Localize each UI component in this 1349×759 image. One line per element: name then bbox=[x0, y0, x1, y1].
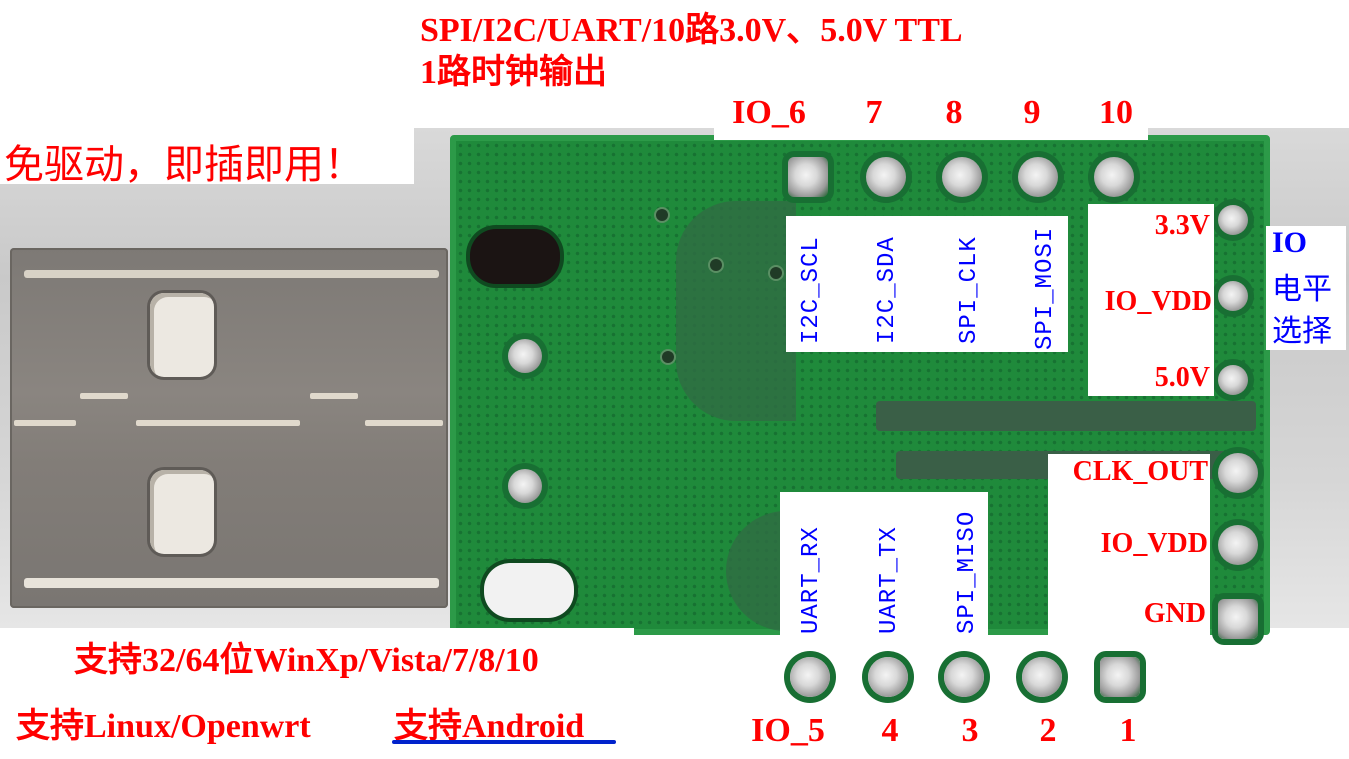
usb-seam bbox=[365, 420, 443, 426]
io-level-title-box: IO 电平 选择 bbox=[1266, 226, 1346, 350]
via bbox=[770, 267, 782, 279]
func-i2c-scl: I2C_SCL bbox=[798, 236, 825, 344]
usb-latch-hole-bottom bbox=[150, 470, 214, 554]
windows-support-text: 支持32/64位WinXp/Vista/7/8/10 bbox=[74, 642, 539, 679]
os-support-box: 支持Linux/Openwrt 支持Android bbox=[0, 690, 630, 759]
pin-pad-2 bbox=[1022, 657, 1062, 697]
jumper-pad-iovdd bbox=[1218, 281, 1248, 311]
android-support-text: 支持Android bbox=[394, 708, 585, 745]
usb-a-connector bbox=[10, 248, 448, 608]
io-level-labels: 3.3V IO_VDD 5.0V bbox=[1088, 204, 1214, 396]
header-line1: SPI/I2C/UART/10路3.0V、5.0V TTL bbox=[420, 12, 963, 49]
pin-pad-clk-out bbox=[1218, 453, 1258, 493]
pin-pad-gnd bbox=[1218, 599, 1258, 639]
pin-label-8: 8 bbox=[945, 94, 963, 131]
pin-pad-1 bbox=[1100, 657, 1140, 697]
usb-seam bbox=[310, 393, 358, 399]
usb-signal-pad bbox=[508, 469, 542, 503]
pin-label-4: 4 bbox=[881, 712, 899, 749]
via bbox=[662, 351, 674, 363]
pin-pad-3 bbox=[944, 657, 984, 697]
pin-pad-9 bbox=[1018, 157, 1058, 197]
usb-rim-bottom bbox=[24, 578, 439, 588]
func-spi-miso: SPI_MISO bbox=[954, 510, 981, 634]
jumper-label-5v: 5.0V bbox=[1154, 362, 1210, 393]
pcb-trace bbox=[676, 201, 796, 421]
header-line2: 1路时钟输出 bbox=[420, 54, 607, 91]
linux-support-text: 支持Linux/Openwrt bbox=[16, 708, 311, 745]
usb-mount-pad-bottom bbox=[484, 563, 574, 618]
jumper-pad-5v bbox=[1218, 365, 1248, 395]
usb-rim-top bbox=[24, 270, 439, 278]
pin-pad-7 bbox=[866, 157, 906, 197]
pin-pad-4 bbox=[868, 657, 908, 697]
func-uart-tx: UART_TX bbox=[876, 526, 903, 634]
pin-pad-io-vdd bbox=[1218, 525, 1258, 565]
io-level-title-line3: 选择 bbox=[1272, 314, 1332, 349]
pin-pad-8 bbox=[942, 157, 982, 197]
bottom-function-labels: UART_RX UART_TX SPI_MISO bbox=[780, 492, 988, 642]
func-spi-mosi: SPI_MOSI bbox=[1032, 226, 1059, 350]
usb-seam bbox=[14, 420, 76, 426]
jumper-pad-3v3 bbox=[1218, 205, 1248, 235]
top-function-labels: I2C_SCL I2C_SDA SPI_CLK SPI_MOSI bbox=[786, 216, 1068, 352]
via bbox=[656, 209, 668, 221]
pin-label-9: 9 bbox=[1023, 94, 1041, 131]
side-label-gnd: GND bbox=[1143, 598, 1206, 629]
header-label-box: SPI/I2C/UART/10路3.0V、5.0V TTL 1路时钟输出 bbox=[410, 0, 1030, 91]
usb-signal-pad bbox=[508, 339, 542, 373]
pin-label-1: 1 bbox=[1119, 712, 1137, 749]
func-uart-rx: UART_RX bbox=[798, 526, 825, 634]
side-label-clk-out: CLK_OUT bbox=[1072, 456, 1208, 487]
slogan-box: 免驱动，即插即用！ bbox=[0, 128, 414, 188]
pin-label-7: 7 bbox=[865, 94, 883, 131]
pin-label-io6: IO_6 bbox=[732, 94, 806, 131]
android-underline bbox=[392, 740, 616, 744]
pin-pad-io6 bbox=[788, 157, 828, 197]
usb-seam bbox=[80, 393, 128, 399]
bottom-pin-labels: IO_5 4 3 2 1 bbox=[700, 708, 1150, 759]
pin-label-10: 10 bbox=[1099, 94, 1133, 131]
windows-support-box: 支持32/64位WinXp/Vista/7/8/10 bbox=[60, 628, 634, 679]
func-spi-clk: SPI_CLK bbox=[956, 236, 983, 344]
usb-seam bbox=[136, 420, 300, 426]
jumper-label-3v3: 3.3V bbox=[1154, 210, 1210, 241]
side-label-io-vdd: IO_VDD bbox=[1100, 528, 1208, 559]
slogan-text: 免驱动，即插即用！ bbox=[4, 142, 364, 188]
pcb-trace bbox=[876, 401, 1256, 431]
pin-pad-io5 bbox=[790, 657, 830, 697]
usb-latch-hole-top bbox=[150, 293, 214, 377]
func-i2c-sda: I2C_SDA bbox=[874, 236, 901, 344]
pin-pad-10 bbox=[1094, 157, 1134, 197]
jumper-label-iovdd: IO_VDD bbox=[1104, 286, 1212, 317]
io-level-title-line2: 电平 bbox=[1272, 272, 1332, 307]
io-level-title-io: IO bbox=[1272, 226, 1308, 259]
via bbox=[710, 259, 722, 271]
pin-label-2: 2 bbox=[1039, 712, 1057, 749]
top-pin-labels: IO_6 7 8 9 10 bbox=[714, 92, 1148, 140]
side-header-labels: CLK_OUT IO_VDD GND bbox=[1048, 454, 1210, 644]
pin-label-io5: IO_5 bbox=[751, 712, 825, 749]
usb-mount-pad-top bbox=[470, 229, 560, 284]
pin-label-3: 3 bbox=[961, 712, 979, 749]
